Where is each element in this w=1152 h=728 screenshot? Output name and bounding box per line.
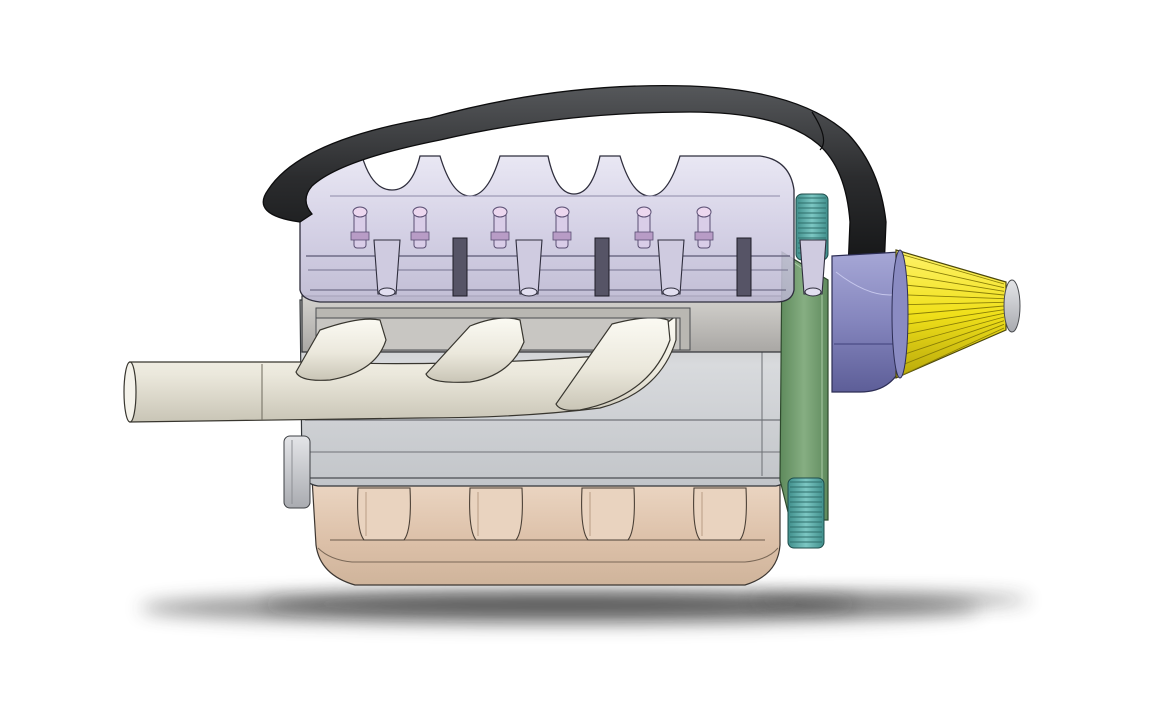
rocker-stud [552,206,572,249]
rocker-stud [634,206,654,249]
valve-cover-bolt [657,239,685,297]
valve-cover[interactable] [299,155,827,303]
rocker-stud [694,206,714,249]
valve-cover-bolt [515,239,543,297]
valve-cover-bolt [736,237,752,297]
oil-pan-bay [469,487,523,541]
rocker-stud [410,206,430,249]
lower-pulley[interactable] [787,477,825,549]
oil-pan-bay [581,487,635,541]
oil-pan-bay [357,487,411,541]
exhaust-header[interactable] [123,307,691,423]
valve-cover-bolt [373,239,401,297]
air-filter[interactable] [891,249,1021,379]
valve-cover-bolt [799,239,827,297]
oil-pan-bay [693,487,747,541]
breather-hose[interactable] [262,84,887,271]
rocker-stud [350,206,370,249]
ground-shadow [140,592,1030,624]
oil-pan[interactable] [311,477,781,586]
rocker-stud [490,206,510,249]
intake-elbow[interactable] [831,251,909,393]
valve-cover-bolt [594,237,610,297]
valve-cover-bolt [452,237,468,297]
